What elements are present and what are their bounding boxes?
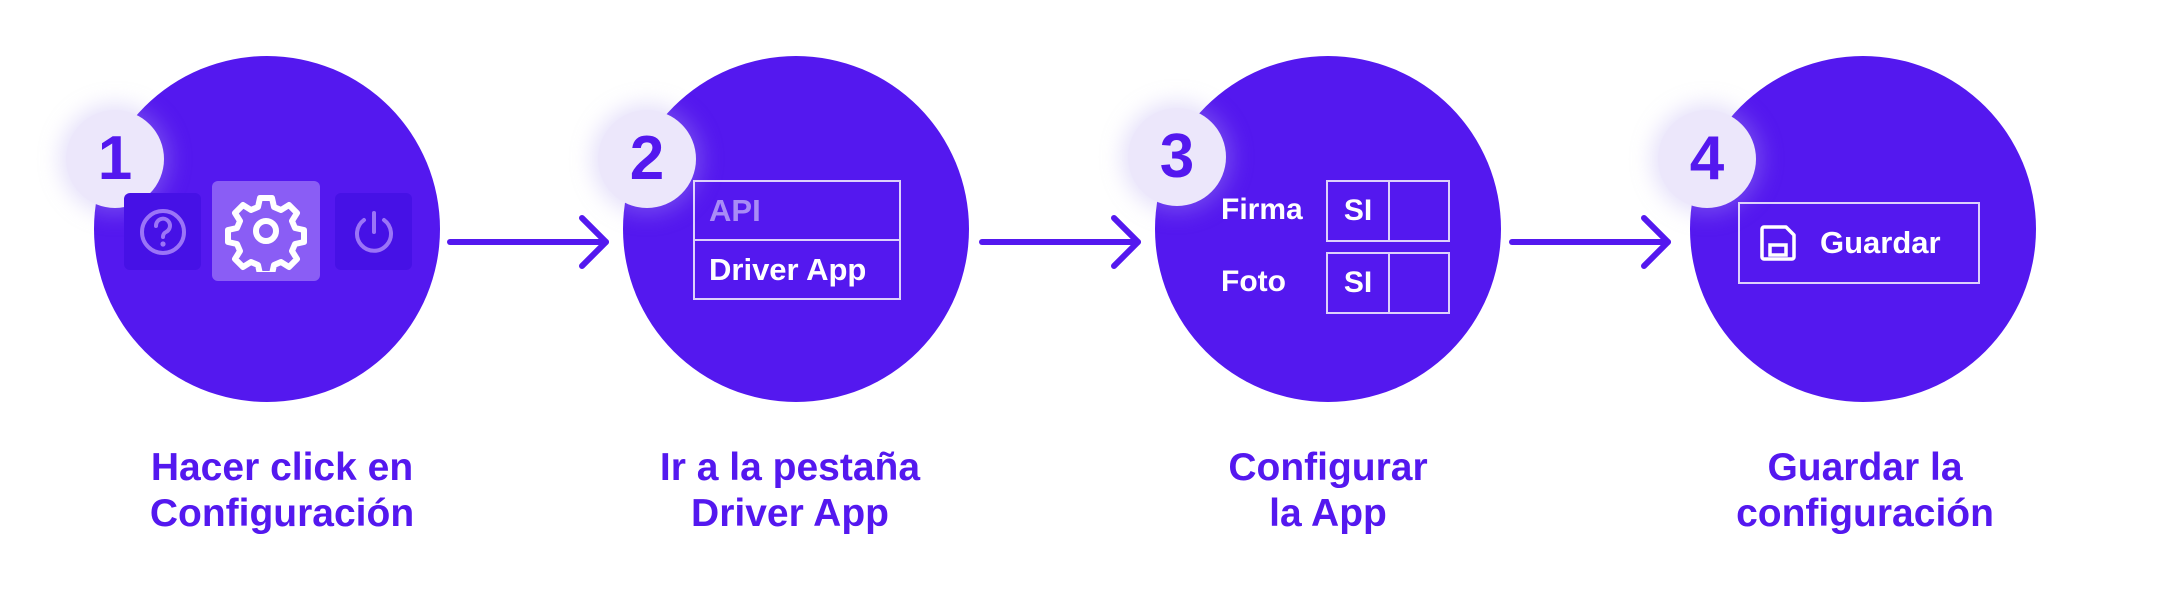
power-icon — [354, 210, 393, 253]
caption-line: Guardar la — [1767, 446, 1963, 489]
help-icon — [139, 208, 186, 255]
tab-bar: API Driver App — [693, 180, 901, 300]
step-2-caption: Ir a la pestaña Driver App — [580, 445, 1000, 537]
step-3-number-badge: 3 — [1128, 108, 1226, 206]
step-3-circle — [1155, 56, 1501, 402]
step-4-number-badge: 4 — [1658, 110, 1756, 208]
arrow-right-icon — [979, 215, 1141, 269]
step-2: 2 API Driver App Ir a la pestaña Driver … — [530, 0, 1030, 608]
arrow-right-icon — [1509, 215, 1671, 269]
caption-line: Driver App — [691, 492, 889, 535]
step-1-number-badge: 1 — [66, 110, 164, 208]
caption-line: Hacer click en — [150, 446, 414, 489]
setting-label-firma: Firma — [1221, 193, 1303, 226]
setting-label-foto: Foto — [1221, 265, 1286, 298]
step-1-caption: Hacer click en Configuración — [72, 445, 492, 537]
help-button[interactable] — [124, 193, 201, 270]
setting-value-foto: SI — [1328, 254, 1390, 312]
step-3-caption: Configurar la App — [1118, 445, 1538, 537]
save-button[interactable]: Guardar — [1738, 202, 1980, 284]
setting-toggle-foto[interactable]: SI — [1326, 252, 1450, 314]
caption-line: configuración — [1736, 492, 1994, 535]
setting-toggle-firma[interactable]: SI — [1326, 180, 1450, 242]
step-3: 3 Firma SI Foto SI Configurar la App — [1060, 0, 1560, 608]
save-button-label: Guardar — [1820, 225, 1941, 260]
setting-value-firma: SI — [1328, 182, 1390, 240]
caption-line: la App — [1269, 492, 1387, 535]
step-2-number-badge: 2 — [598, 110, 696, 208]
caption-line: Ir a la pestaña — [659, 446, 921, 489]
step-1: 1 Hacer click en Configuración — [0, 0, 500, 608]
step-4: 4 Guardar Guardar la configuración — [1600, 0, 2100, 608]
caption-line: Configuración — [149, 492, 415, 535]
caption-line: Configurar — [1228, 446, 1428, 489]
step-2-circle — [623, 56, 969, 402]
arrow-right-icon — [447, 215, 609, 269]
settings-button[interactable] — [212, 181, 320, 281]
step-4-caption: Guardar la configuración — [1655, 445, 2075, 537]
tab-driver-app[interactable]: Driver App — [709, 252, 867, 287]
power-button[interactable] — [335, 193, 412, 270]
tab-api[interactable]: API — [695, 182, 899, 241]
save-icon — [1760, 225, 1796, 261]
gear-icon — [225, 195, 307, 272]
